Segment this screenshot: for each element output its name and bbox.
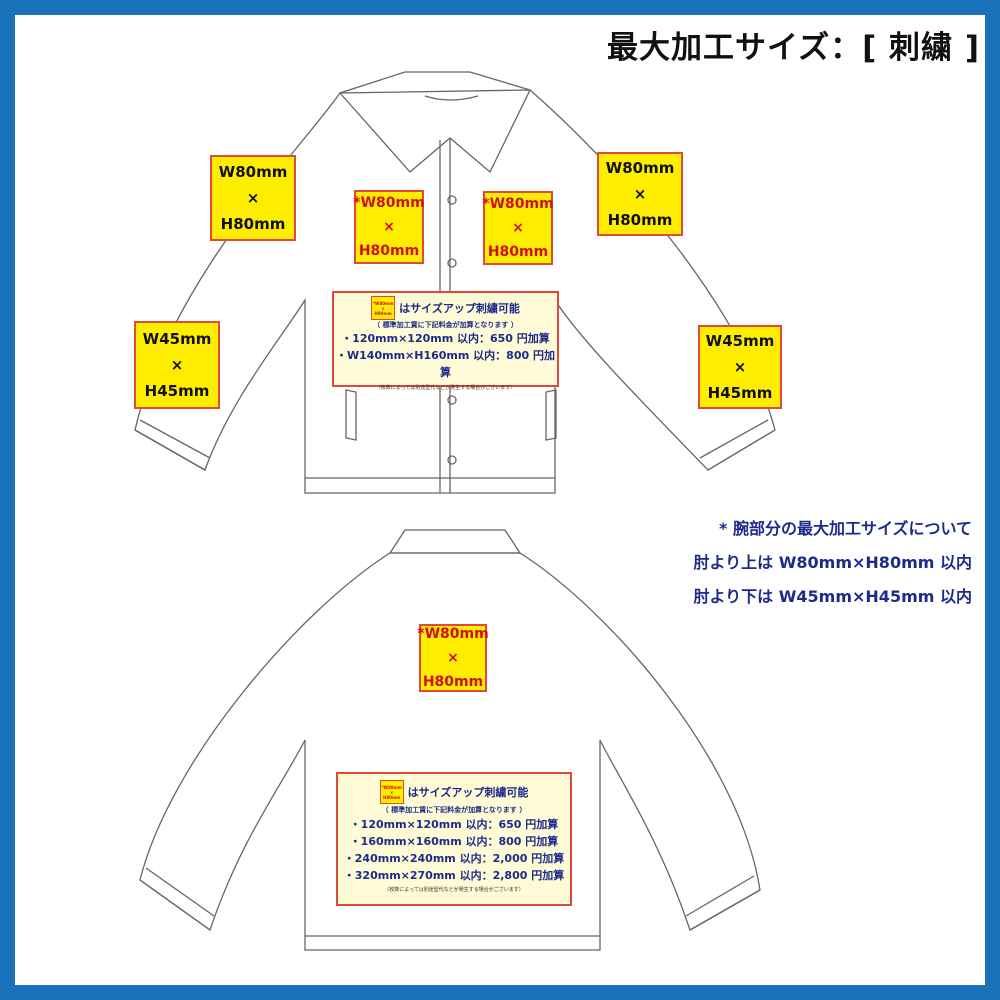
back-body-outline <box>139 552 761 951</box>
front-body-outline <box>134 89 776 494</box>
mini-size-box: *W80mm × H80mm <box>371 296 396 320</box>
mini-size-box: *W80mm × H80mm <box>379 780 404 804</box>
front-snap-1 <box>447 195 457 205</box>
info-heading-row: *W80mm × H80mm はサイズアップ刺繍可能 <box>338 780 570 804</box>
front-jacket <box>134 71 776 494</box>
box-times: × <box>733 358 747 376</box>
note-line: 肘より下は W45mm×H45mm 以内 <box>693 587 973 606</box>
front-size-up-info: *W80mm × H80mm はサイズアップ刺繍可能 （ 標準加工賃に下記料金が… <box>332 291 559 391</box>
info-heading: はサイズアップ刺繍可能 <box>407 786 529 799</box>
box-width: W80mm <box>218 163 288 181</box>
note-line: 肘より上は W80mm×H80mm 以内 <box>693 553 973 572</box>
info-sub: （ 標準加工賃に下記料金が加算となります ） <box>373 321 518 329</box>
front-lower-right-sleeve-box: W45mm × H45mm <box>698 325 782 409</box>
info-note: （枚数によっては別途型代などが発生する場合がございます） <box>375 385 516 391</box>
back-collar <box>388 529 522 554</box>
back-jacket <box>139 529 761 951</box>
mini-times: × <box>381 305 385 311</box>
box-height: H80mm <box>487 244 549 260</box>
front-chest-left-box: *W80mm × H80mm <box>353 190 425 264</box>
front-snap-2 <box>447 258 457 268</box>
box-height: H80mm <box>422 674 484 690</box>
box-width: *W80mm <box>353 195 425 211</box>
back-size-up-info: *W80mm × H80mm はサイズアップ刺繍可能 （ 標準加工賃に下記料金が… <box>336 772 572 906</box>
info-heading-row: *W80mm × H80mm はサイズアップ刺繍可能 <box>334 296 557 320</box>
mini-times: × <box>389 789 394 795</box>
front-snap-4 <box>447 455 457 465</box>
box-width: W45mm <box>705 332 775 350</box>
box-width: *W80mm <box>417 626 489 642</box>
box-times: × <box>246 189 260 207</box>
back-cuff-left <box>139 867 215 931</box>
info-line: ・W140mm×H160mm 以内：800 円加算 <box>336 349 555 379</box>
box-times: × <box>633 185 647 203</box>
box-width: W80mm <box>605 159 675 177</box>
front-upper-left-sleeve-box: W80mm × H80mm <box>210 155 296 241</box>
front-collar-inner <box>424 95 479 101</box>
info-note: （枚数によっては別途型代などが発生する場合がございます） <box>384 887 524 893</box>
page-title: 最大加工サイズ：[ 刺繍 ] <box>607 30 980 66</box>
mini-height: H80mm <box>374 310 392 316</box>
front-snap-3 <box>447 395 457 405</box>
info-line: ・160mm×160mm 以内：800 円加算 <box>349 835 559 848</box>
box-height: H80mm <box>607 211 673 229</box>
box-times: × <box>170 356 184 374</box>
sleeve-notes: * 腕部分の最大加工サイズについて 肘より上は W80mm×H80mm 以内 肘… <box>694 512 973 614</box>
box-height: H45mm <box>707 384 773 402</box>
mini-height: H80mm <box>383 794 401 800</box>
box-width: W45mm <box>142 330 212 348</box>
back-center-box: *W80mm × H80mm <box>417 624 489 692</box>
box-width: *W80mm <box>482 196 554 212</box>
box-times: × <box>512 220 524 236</box>
front-collar <box>338 71 531 174</box>
mini-width: *W80mm <box>372 300 394 306</box>
front-pocket-left <box>345 389 357 441</box>
note-line: * 腕部分の最大加工サイズについて <box>719 519 972 538</box>
box-height: H45mm <box>144 382 210 400</box>
info-line: ・120mm×120mm 以内：650 円加算 <box>349 818 559 831</box>
front-pocket-right <box>545 389 557 441</box>
info-heading: はサイズアップ刺繍可能 <box>399 302 520 315</box>
front-cuff-left <box>134 419 211 471</box>
box-times: × <box>383 219 395 235</box>
box-height: H80mm <box>358 243 420 259</box>
info-line: ・120mm×120mm 以内：650 円加算 <box>341 332 550 345</box>
info-sub: （ 標準加工賃に下記料金が加算となります ） <box>381 806 527 814</box>
mini-width: *W80mm <box>381 784 402 790</box>
front-upper-right-sleeve-box: W80mm × H80mm <box>597 152 683 236</box>
front-cuff-right <box>699 419 776 471</box>
front-lower-left-sleeve-box: W45mm × H45mm <box>134 321 220 409</box>
info-line: ・240mm×240mm 以内：2,000 円加算 <box>343 852 565 865</box>
front-chest-right-box: *W80mm × H80mm <box>482 191 554 265</box>
back-cuff-right <box>685 875 761 931</box>
box-height: H80mm <box>220 215 286 233</box>
info-line: ・320mm×270mm 以内：2,800 円加算 <box>343 869 565 882</box>
box-times: × <box>447 650 459 666</box>
